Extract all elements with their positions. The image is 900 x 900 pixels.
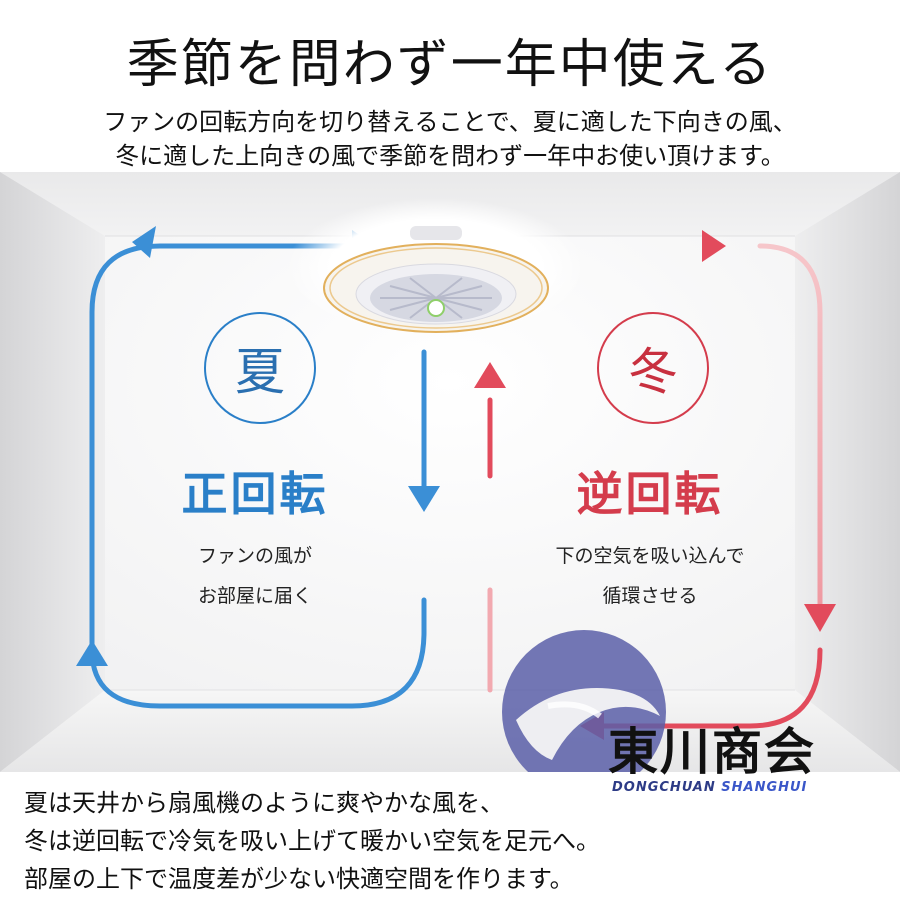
brand-logo-name: 東川商会 xyxy=(608,722,816,781)
room-illustration xyxy=(0,172,900,772)
bottom-line-3: 部屋の上下で温度差が少ない快適空間を作ります。 xyxy=(24,865,574,893)
brand-logo-subtitle: DONGCHUAN SHANGHUI xyxy=(612,780,807,795)
brand-sub-part2: SHANGHUI xyxy=(721,780,808,795)
logo-mark-icon xyxy=(502,630,666,772)
winter-desc-line-1: 下の空気を吸い込んで xyxy=(555,545,745,567)
bottom-line-1: 夏は天井から扇風機のように爽やかな風を、 xyxy=(24,789,504,817)
summer-airflow-arrows xyxy=(89,243,427,709)
summer-desc-line-1: ファンの風が xyxy=(197,545,312,567)
summer-rotation-label: 正回転 xyxy=(181,467,329,521)
summer-circle-badge: 夏 xyxy=(204,312,316,424)
bottom-description: 夏は天井から扇風機のように爽やかな風を、 冬は逆回転で冷気を吸い上げて暖かい空気… xyxy=(24,784,884,898)
ceiling-fan-light-icon xyxy=(286,198,586,338)
subtitle-line-1: ファンの回転方向を切り替えることで、夏に適した下向きの風、 xyxy=(103,108,797,136)
subtitle-line-2: 冬に適した上向きの風で季節を問わず一年中お使い頂けます。 xyxy=(115,142,785,170)
winter-description: 下の空気を吸い込んで 循環させる xyxy=(520,536,780,616)
bottom-line-2: 冬は逆回転で冷気を吸い上げて暖かい空気を足元へ。 xyxy=(24,827,600,855)
winter-desc-line-2: 循環させる xyxy=(602,585,698,607)
winter-circle-badge: 冬 xyxy=(597,312,709,424)
brand-sub-part1: DONGCHUAN xyxy=(612,780,722,795)
summer-desc-line-2: お部屋に届く xyxy=(197,585,312,607)
winter-rotation-label: 逆回転 xyxy=(576,467,724,521)
page-title: 季節を問わず一年中使える xyxy=(126,35,774,95)
summer-description: ファンの風が お部屋に届く xyxy=(150,536,360,616)
